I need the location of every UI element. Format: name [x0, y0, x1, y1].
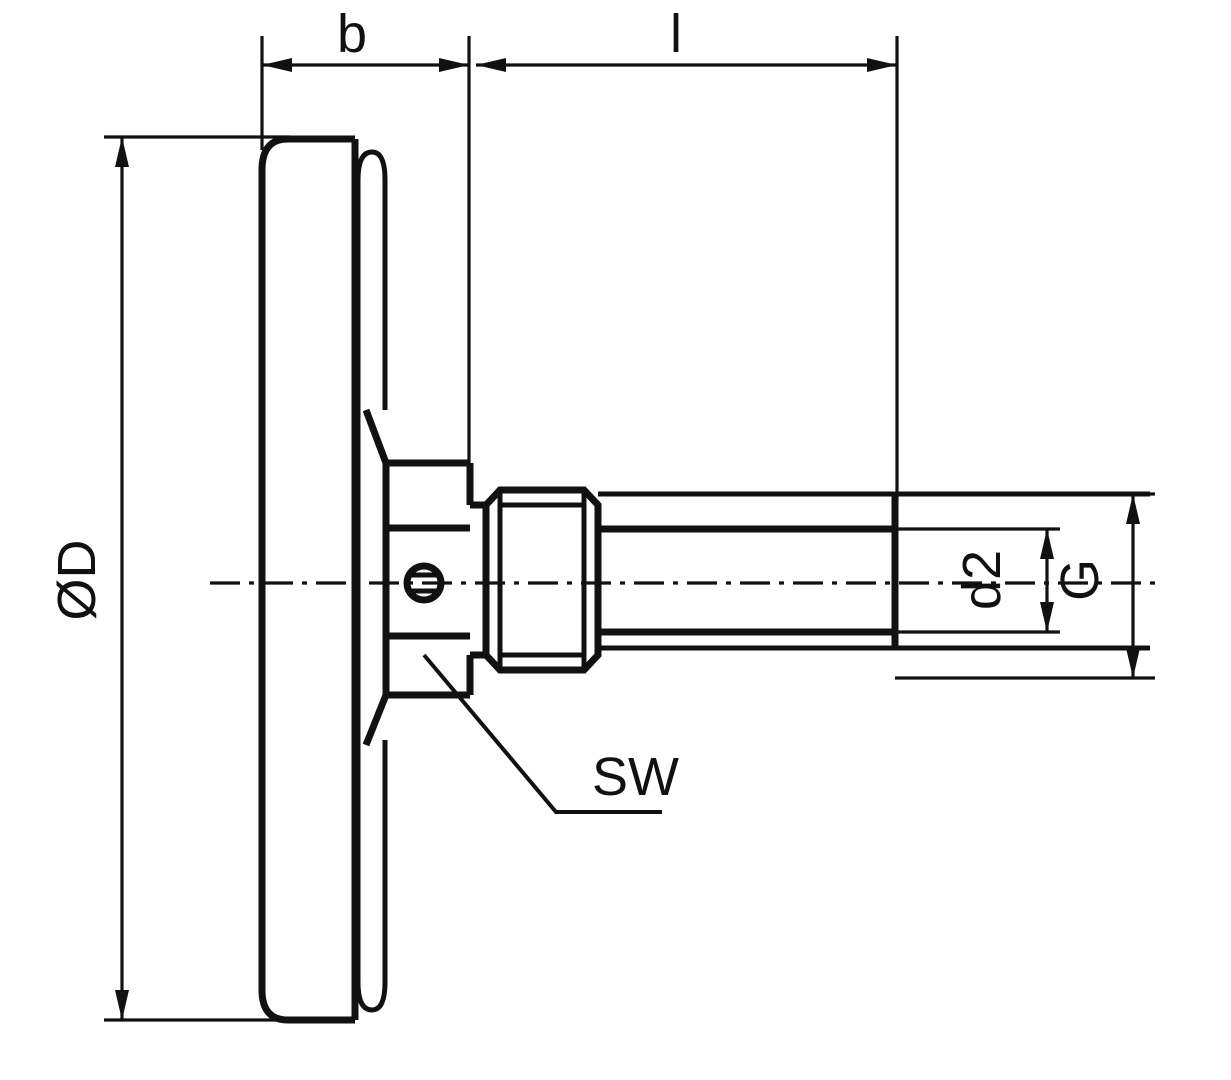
dimension-d2-label: d2 — [952, 550, 1012, 610]
dimension-od-arrow-top — [115, 137, 129, 167]
hex-wrench-flats — [482, 486, 602, 674]
dimension-l-arrow-right — [867, 58, 897, 72]
dimension-od-label: ØD — [47, 540, 107, 621]
dimension-od-arrow-bottom — [115, 990, 129, 1020]
sw-leader-line — [422, 653, 662, 814]
rear-rim-bottom-profile — [355, 740, 388, 1013]
dimension-d2: d2 — [895, 527, 1060, 634]
callout-sw: SW — [422, 653, 679, 814]
dimension-d2-arrow-top — [1040, 529, 1054, 559]
dimension-b-arrow-left — [262, 58, 292, 72]
dimension-l-arrow-left — [476, 58, 506, 72]
neck-taper-upper — [362, 408, 390, 465]
gauge-rear-rim — [355, 149, 388, 1013]
dimension-d2-arrow-bottom — [1040, 602, 1054, 632]
dimension-b-arrow-right — [439, 58, 469, 72]
rear-rim-top-profile — [355, 149, 388, 410]
dimension-outer-diameter: ØD — [47, 135, 290, 1022]
dimension-l-label: l — [670, 4, 682, 64]
dimension-g-arrow-bottom — [1126, 648, 1140, 678]
gauge-case-body — [258, 135, 359, 1024]
sw-label: SW — [592, 747, 679, 807]
hex-outline — [482, 486, 602, 674]
dimension-l: l — [476, 4, 899, 500]
neck-taper-lower — [362, 693, 390, 747]
dimension-b: b — [260, 4, 471, 470]
dimension-b-label: b — [337, 4, 367, 64]
dimension-g-label: G — [1050, 559, 1110, 601]
dimension-g: G — [895, 492, 1155, 680]
gauge-case-front-profile — [258, 135, 355, 1024]
dimension-g-arrow-top — [1126, 494, 1140, 524]
